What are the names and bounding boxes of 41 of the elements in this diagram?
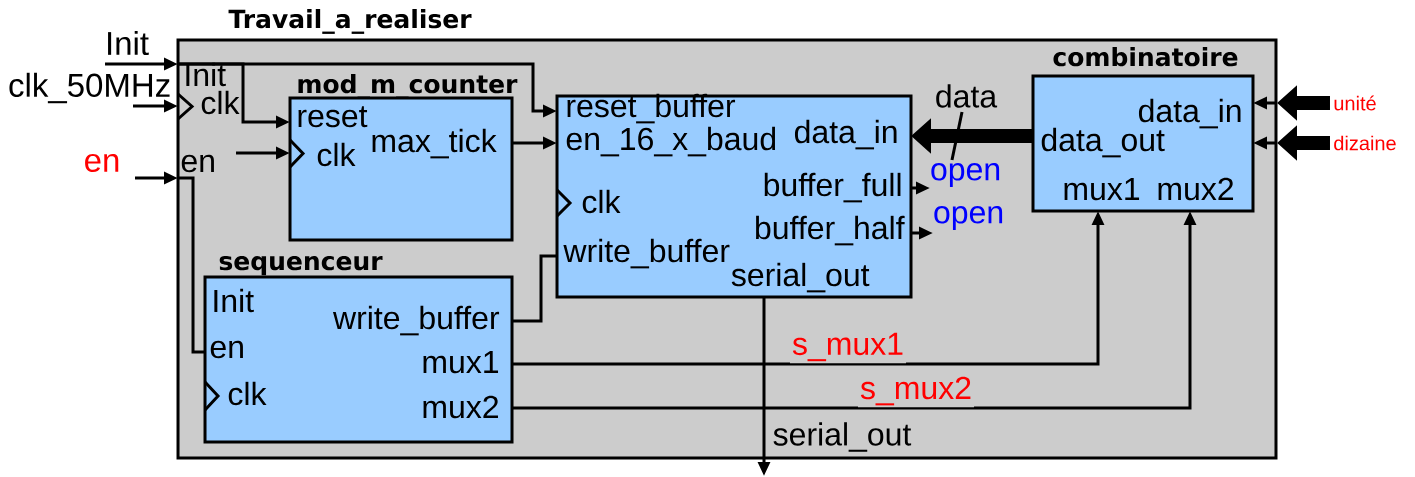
port-label: clk (317, 142, 356, 167)
port-label: data_out (1041, 127, 1165, 158)
block-title: sequenceur (219, 256, 383, 276)
port-label: mux1 (423, 350, 499, 374)
port-label: buffer_full (764, 172, 901, 203)
port-label: en (181, 154, 214, 173)
edge-label: serial_out (770, 420, 914, 454)
port-label: en_16_x_baud (566, 126, 776, 157)
port-label: mux1 (1064, 178, 1140, 201)
port-label: data_in (794, 119, 897, 150)
block-title: combinatoire (1053, 47, 1238, 67)
edge-label: s_mux2 (858, 374, 974, 408)
signal-label: unité (1334, 95, 1376, 111)
port-label: data_in (1138, 98, 1241, 129)
port-label: write_buffer (332, 305, 500, 336)
port-label: clk (228, 381, 267, 406)
signal-label: dizaine (1334, 135, 1396, 151)
signal-label: Init (108, 30, 149, 56)
port-label: reset_buffer (567, 93, 736, 124)
signal-label: clk_50MHz (9, 72, 170, 104)
port-label: Init (214, 288, 254, 313)
port-label: clk (582, 189, 621, 214)
port-label: Init (186, 62, 226, 87)
wire (178, 176, 205, 354)
signal-label: open (931, 163, 1000, 187)
module-title: Travail_a_realiser (228, 9, 472, 34)
port-label: write_buffer (563, 238, 730, 269)
port-label: en (210, 340, 243, 359)
port-label: buffer_half (756, 215, 905, 246)
port-label: clk (201, 90, 240, 115)
wire (512, 254, 557, 323)
port-label: serial_out (731, 262, 870, 293)
port-label: mux2 (1158, 177, 1234, 201)
signal-label: open (934, 206, 1003, 230)
edge-label: data (932, 82, 1000, 110)
port-label: mux2 (423, 395, 498, 419)
signal-label: en (85, 153, 119, 173)
port-label: max_tick (372, 128, 497, 159)
edge-label: s_mux1 (790, 330, 906, 364)
block-title: mod_m_counter (298, 74, 518, 99)
port-label: reset (298, 106, 368, 128)
